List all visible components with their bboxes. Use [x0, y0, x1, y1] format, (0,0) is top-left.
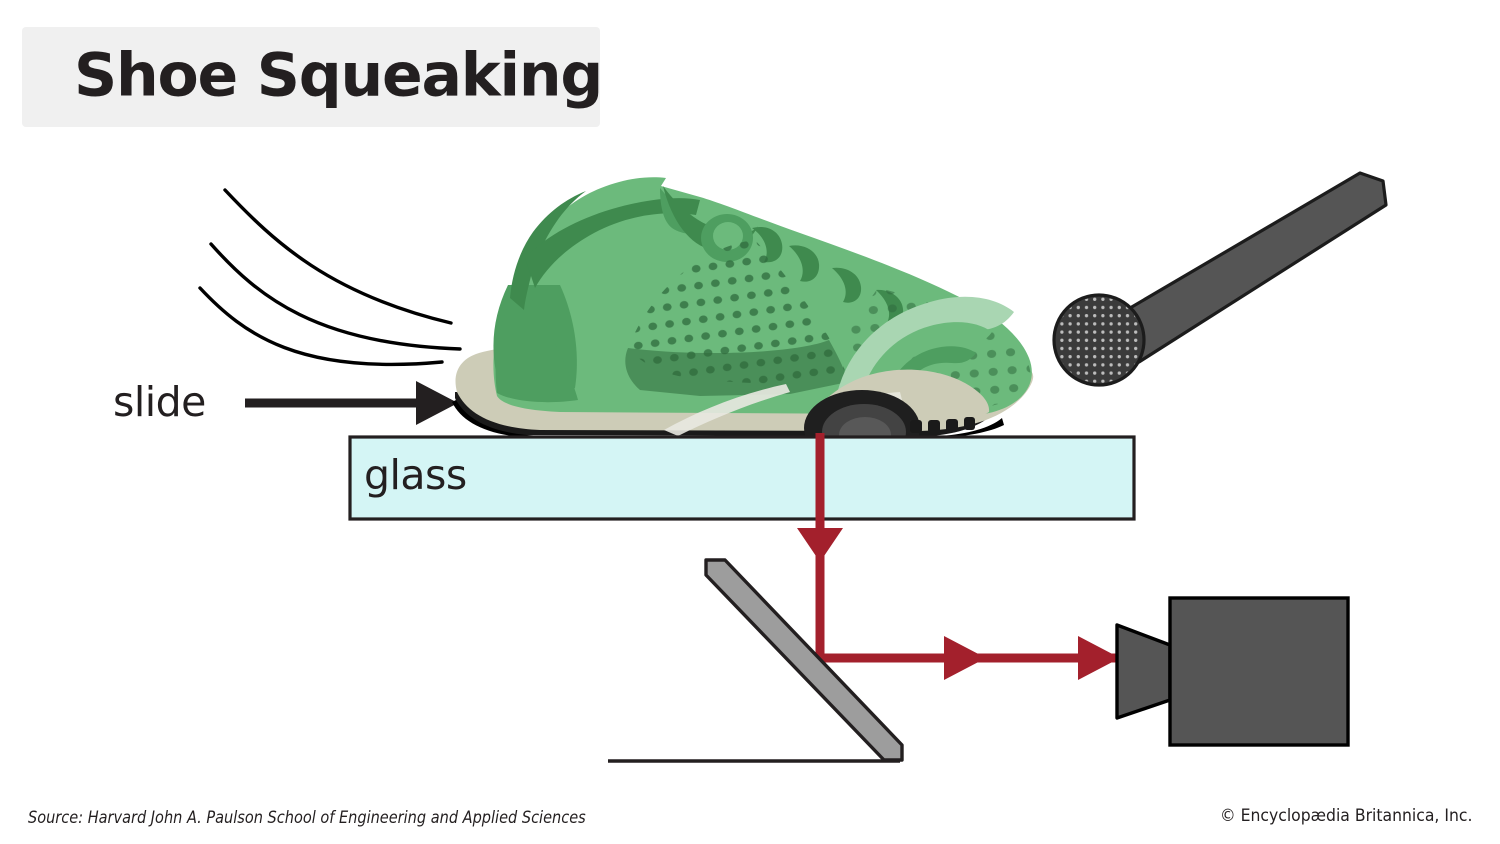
shoe-swoosh-inner — [884, 346, 976, 403]
shoe-midsole-stripe — [664, 384, 790, 436]
camera-lens — [1115, 623, 1172, 720]
mirror — [704, 558, 904, 762]
shoe-mesh-panel — [628, 240, 848, 384]
camera — [1115, 596, 1350, 747]
shoe-eyelet-inner — [713, 222, 743, 250]
glass-slab — [348, 435, 1136, 521]
page-title: Shoe Squeaking — [74, 40, 603, 111]
slide-arrow — [245, 381, 458, 425]
shoe-mesh-panel-base — [625, 340, 848, 396]
microphone — [1052, 171, 1388, 387]
copyright-notice: © Encyclopædia Britannica, Inc. — [1219, 806, 1472, 826]
glass-label: glass — [364, 451, 467, 499]
camera-body — [1168, 596, 1350, 747]
beam-arrow-down — [797, 528, 843, 562]
beam-arrow-camera — [1078, 636, 1120, 680]
slide-label: slide — [113, 378, 206, 426]
mic-head-mesh — [1056, 297, 1142, 383]
motion-lines — [198, 188, 462, 367]
shoe-collar-band — [525, 198, 700, 288]
shoe-tread — [910, 417, 975, 433]
shoe-heel-curve — [495, 280, 578, 403]
source-credit: Source: Harvard John A. Paulson School o… — [28, 808, 586, 827]
shoe-graphic — [452, 177, 1034, 466]
shoe-heel-collar — [510, 191, 586, 310]
beam-arrow-mid-right — [944, 636, 986, 680]
laser-beam — [797, 433, 1120, 680]
shoe-ground-contact — [452, 400, 1004, 438]
mic-handle — [1111, 171, 1388, 364]
shoe-swoosh-mid — [860, 322, 992, 402]
title-banner: Shoe Squeaking — [22, 27, 603, 127]
